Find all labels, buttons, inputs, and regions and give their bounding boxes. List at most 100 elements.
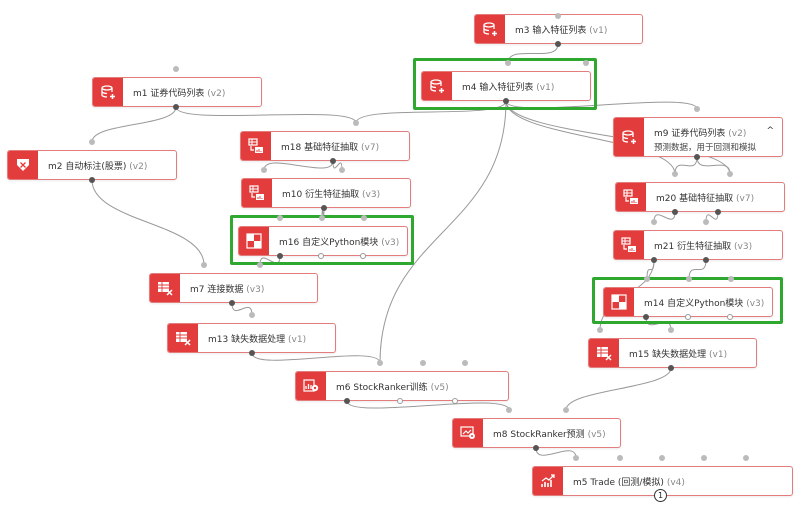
database-plus-icon [422, 72, 452, 100]
node-m7[interactable]: m7 连接数据 (v3) [149, 273, 318, 303]
input-port[interactable] [257, 262, 263, 268]
input-port[interactable] [319, 215, 325, 221]
connection-wire [321, 207, 325, 219]
connection-wire [535, 447, 577, 459]
node-m9[interactable]: m9 证券代码列表 (v2) 预测数据，用于回测和模拟 ^ [613, 117, 783, 157]
input-port[interactable] [339, 167, 345, 173]
node-m2[interactable]: m2 自动标注(股票) (v2) [7, 150, 177, 180]
input-port[interactable] [583, 60, 589, 66]
input-port[interactable] [672, 171, 678, 177]
output-port[interactable] [321, 205, 327, 211]
feature-extract-icon [614, 231, 644, 259]
input-port[interactable] [361, 215, 367, 221]
auto-label-icon [8, 151, 38, 179]
input-port[interactable] [89, 139, 95, 145]
output-port[interactable] [672, 209, 678, 215]
output-port[interactable] [249, 350, 255, 356]
input-port[interactable] [597, 327, 603, 333]
input-port[interactable] [668, 327, 674, 333]
input-port[interactable] [573, 455, 579, 461]
node-m8[interactable]: m8 StockRanker预测 (v5) [452, 418, 621, 448]
connection-wire [263, 160, 334, 171]
output-port[interactable] [173, 104, 179, 110]
join-icon [150, 274, 180, 302]
node-m20[interactable]: m20 基础特征抽取 (v7) [615, 182, 785, 212]
output-port[interactable] [694, 154, 700, 160]
output-port[interactable] [651, 257, 657, 263]
missing-data-icon [589, 339, 619, 367]
input-port[interactable] [506, 407, 512, 413]
input-port[interactable] [686, 276, 692, 282]
input-port[interactable] [659, 455, 665, 461]
input-port[interactable] [462, 360, 468, 366]
node-m15[interactable]: m15 缺失数据处理 (v1) [588, 338, 757, 368]
connection-wire [505, 100, 698, 110]
node-m10[interactable]: m10 衍生特征抽取 (v3) [241, 178, 411, 208]
input-port[interactable] [420, 360, 426, 366]
feature-extract-icon [241, 132, 271, 160]
output-port[interactable] [452, 398, 458, 404]
output-port[interactable] [360, 253, 366, 259]
output-port[interactable] [229, 300, 235, 306]
input-port[interactable] [249, 312, 255, 318]
node-label: m15 缺失数据处理 (v1) [629, 350, 728, 360]
output-port[interactable] [318, 253, 324, 259]
output-port[interactable] [727, 314, 733, 320]
node-m6[interactable]: m6 StockRanker训练 (v5) [295, 371, 509, 401]
node-m4[interactable]: m4 输入特征列表 (v1) [421, 71, 591, 101]
input-port[interactable] [727, 171, 733, 177]
node-m13[interactable]: m13 缺失数据处理 (v1) [167, 323, 336, 353]
input-port[interactable] [703, 219, 709, 225]
input-port[interactable] [743, 455, 749, 461]
node-description: 预测数据，用于回测和模拟 [654, 143, 757, 153]
missing-data-icon [168, 324, 198, 352]
output-port[interactable] [685, 314, 691, 320]
node-m1[interactable]: m1 证券代码列表 (v2) [92, 77, 262, 107]
node-label: m9 证券代码列表 (v2) [654, 129, 747, 139]
connection-wire [259, 255, 281, 266]
output-port[interactable] [89, 177, 95, 183]
connection-wire [653, 211, 676, 223]
output-port[interactable] [503, 98, 509, 104]
input-port[interactable] [277, 215, 283, 221]
input-port[interactable] [694, 106, 700, 112]
input-port[interactable] [728, 276, 734, 282]
input-port[interactable] [261, 167, 267, 173]
node-m3[interactable]: m3 输入特征列表 (v1) [474, 14, 643, 44]
input-port[interactable] [377, 360, 383, 366]
input-port[interactable] [563, 407, 569, 413]
python-module-icon [604, 288, 634, 316]
input-port[interactable] [651, 219, 657, 225]
output-port[interactable] [397, 398, 403, 404]
input-port[interactable] [173, 66, 179, 72]
connection-wire [231, 302, 253, 316]
collapse-chevron-icon[interactable]: ^ [766, 126, 774, 136]
input-port[interactable] [555, 13, 561, 19]
input-port[interactable] [701, 455, 707, 461]
node-m18[interactable]: m18 基础特征抽取 (v7) [240, 131, 410, 161]
output-port[interactable] [330, 158, 336, 164]
output-port[interactable] [643, 314, 649, 320]
output-port[interactable] [533, 445, 539, 451]
output-port[interactable] [555, 41, 561, 47]
input-port[interactable] [353, 120, 359, 126]
input-port[interactable] [505, 60, 511, 66]
connection-wire [332, 160, 343, 171]
output-port[interactable] [344, 398, 350, 404]
output-port[interactable] [715, 209, 721, 215]
input-port[interactable] [617, 455, 623, 461]
node-label: m5 Trade (回测/模拟) (v4) [573, 478, 685, 488]
highlight-box-m4 [413, 58, 597, 110]
connection-wire [91, 106, 177, 143]
trade-icon [533, 467, 563, 495]
feature-extract-icon [242, 179, 272, 207]
connection-wire [346, 400, 510, 411]
node-m14[interactable]: m14 自定义Python模块 (v3) [603, 287, 773, 317]
output-port[interactable] [703, 257, 709, 263]
node-label: m8 StockRanker预测 (v5) [493, 430, 606, 440]
node-m21[interactable]: m21 衍生特征抽取 (v3) [613, 230, 783, 260]
input-port[interactable] [644, 276, 650, 282]
input-port[interactable] [201, 262, 207, 268]
output-port[interactable] [277, 253, 283, 259]
output-port[interactable] [668, 365, 674, 371]
